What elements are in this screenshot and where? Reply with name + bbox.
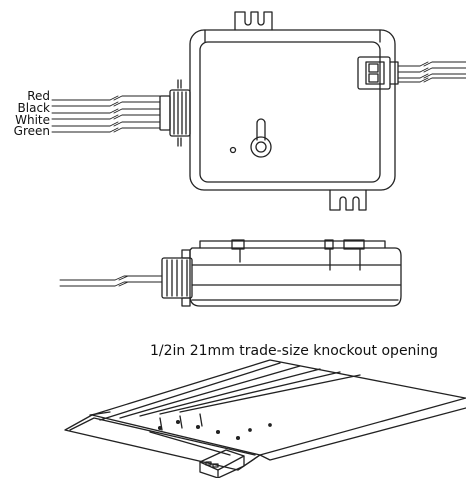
box-outer-shell [190,30,395,190]
fixture-top-panel [92,360,465,415]
box-inner-shell [200,42,380,182]
small-hole [231,148,236,153]
wire-label-green: Green [13,124,50,138]
left-conduit-fitting [160,80,190,146]
wire-label-black: Black [17,101,50,115]
fixture-end-plate [65,415,260,470]
side-wire [60,276,162,286]
right-wires [398,62,466,82]
junction-box-side-view [60,240,401,306]
wire-label-white: White [15,113,50,127]
keyhole-circle [251,137,271,157]
left-wires [52,96,160,132]
bottom-mounting-tab [330,190,366,210]
fixture-junction-box [200,450,244,478]
junction-box-top-view [52,12,466,210]
side-body [190,248,401,306]
wire-label-red: Red [27,89,50,103]
right-connector [358,57,398,89]
keyhole-slot [257,119,265,140]
fixture-perspective-view [65,360,466,478]
top-mounting-tab [235,12,272,30]
knockout-caption: 1/2in 21mm trade-size knockout opening [150,343,439,359]
